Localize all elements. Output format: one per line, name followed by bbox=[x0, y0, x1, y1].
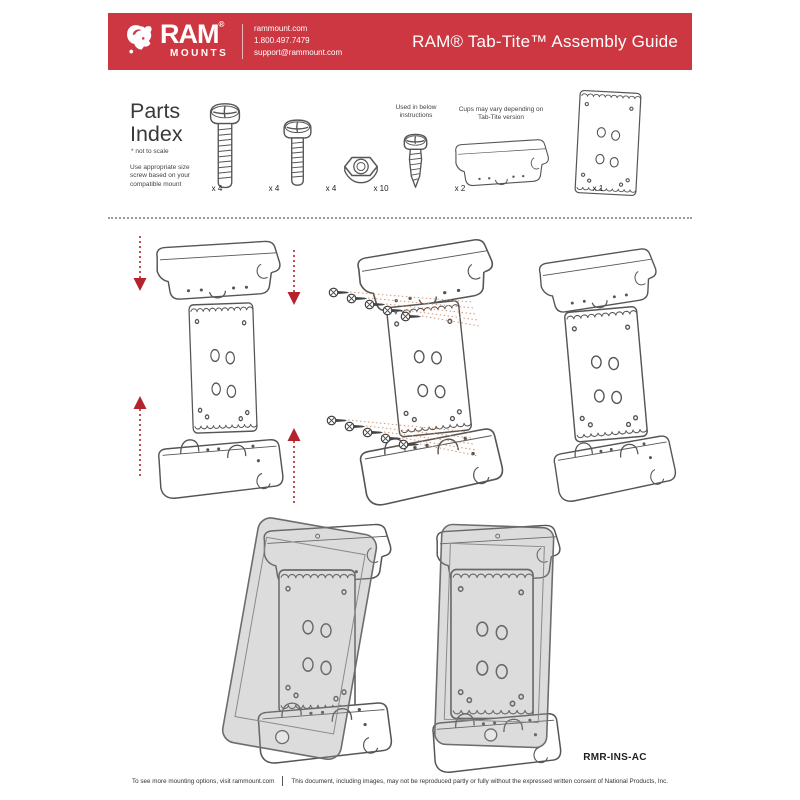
footer-divider bbox=[282, 776, 284, 786]
parts-index-title: Parts Index bbox=[130, 99, 183, 146]
part-quantity: x 1 bbox=[592, 184, 604, 193]
section-separator bbox=[108, 217, 692, 219]
nylock-nut-icon bbox=[344, 156, 378, 184]
screw-guide-lines bbox=[347, 291, 481, 457]
red-arrow-down-icon bbox=[133, 236, 147, 291]
contact-website: rammount.com bbox=[254, 24, 308, 33]
tablet-overlay bbox=[433, 523, 555, 749]
part-quantity: x 10 bbox=[373, 184, 389, 193]
tablet-insert-illustration bbox=[221, 517, 393, 764]
assembly-step-2-illustration bbox=[326, 237, 506, 508]
footer-note-left: To see more mounting options, visit ramm… bbox=[131, 777, 275, 785]
assembly-step-1-illustration bbox=[133, 236, 301, 504]
brand-registered-mark: ® bbox=[218, 20, 225, 29]
footer: To see more mounting options, visit ramm… bbox=[110, 776, 690, 786]
red-arrow-up-icon bbox=[287, 428, 301, 504]
document-part-number: RMR-INS-AC bbox=[583, 752, 647, 763]
contact-email: support@rammount.com bbox=[254, 48, 343, 57]
tablet-overlay bbox=[221, 517, 378, 761]
header-bar: RAM® MOUNTS rammount.com 1.800.497.7479 … bbox=[108, 13, 692, 70]
contact-phone: 1.800.497.7479 bbox=[254, 36, 310, 45]
assembly-step-3-illustration bbox=[537, 247, 678, 504]
part-quantity: x 4 bbox=[211, 184, 223, 193]
brand-text: RAM® MOUNTS bbox=[160, 21, 228, 59]
header-divider bbox=[242, 24, 243, 59]
document-title: RAM® Tab-Tite™ Assembly Guide bbox=[412, 31, 678, 51]
tablet-seated-illustration bbox=[432, 523, 562, 773]
contact-block: rammount.com 1.800.497.7479 support@ramm… bbox=[254, 23, 342, 59]
part-quantity: x 4 bbox=[325, 184, 337, 193]
red-arrow-down-icon bbox=[287, 250, 301, 305]
short-machine-screw-icon bbox=[283, 119, 312, 186]
part-quantity: x 4 bbox=[268, 184, 280, 193]
long-machine-screw-icon bbox=[209, 103, 241, 189]
usage-note: Used in below instructions bbox=[395, 104, 437, 120]
self-tapping-screw-icon bbox=[403, 133, 428, 188]
red-arrow-up-icon bbox=[133, 396, 147, 478]
cup-variation-note: Cups may vary depending on Tab-Tite vers… bbox=[458, 106, 544, 122]
not-to-scale-note: * not to scale bbox=[131, 148, 169, 155]
brand-sub-name: MOUNTS bbox=[170, 48, 229, 59]
part-quantity: x 2 bbox=[454, 184, 466, 193]
brand-name: RAM bbox=[160, 19, 219, 49]
ram-mounts-logo: RAM® MOUNTS bbox=[124, 21, 228, 59]
ram-head-icon bbox=[127, 25, 152, 54]
screw-size-note: Use appropriate size screw based on your… bbox=[130, 164, 190, 188]
tab-tite-cup-icon bbox=[455, 139, 549, 187]
footer-note-right: This document, including images, may not… bbox=[291, 777, 669, 785]
